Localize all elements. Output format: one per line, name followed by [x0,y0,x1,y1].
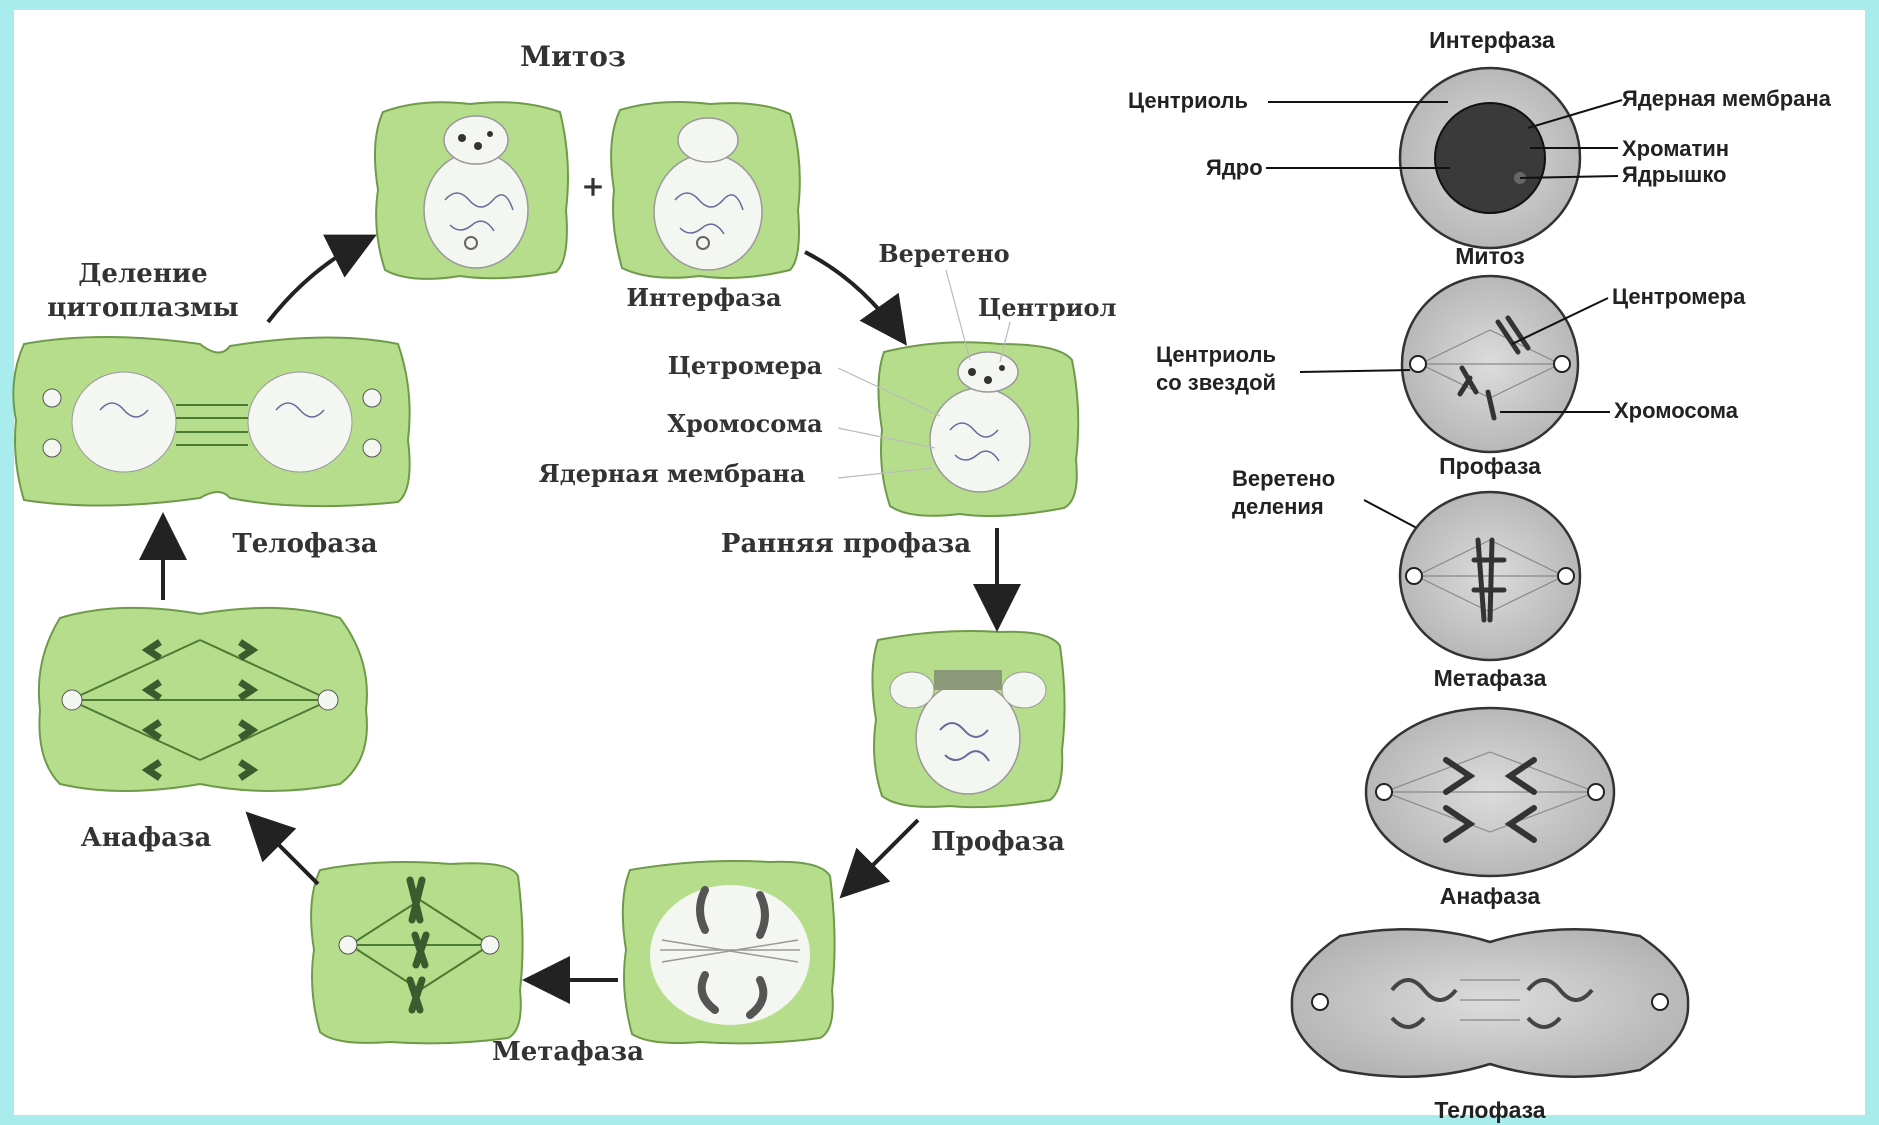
arrow-telophase-to-interphase [268,240,366,322]
prophase-label-left: Профаза [931,827,1065,857]
cytokinesis-label-line2: цитоплазмы [47,293,238,323]
metaphase-label-left: Метафаза [492,1037,644,1067]
centromere-label-right: Центромера [1612,284,1746,309]
centriole-star-leader [1300,370,1410,372]
arrow-prophase-to-prometaphase [848,820,918,890]
chromatin-label-right: Хроматин [1622,136,1729,161]
cytokinesis-label-line1: Деление [78,259,207,289]
anaphase-cell-left [39,608,367,791]
centriole-label-left: Центриол [978,293,1116,322]
right-mitosis-stages: Интерфаза Центриоль Ядерная мембрана Ядр… [1128,27,1832,1123]
prophase-label-right: Профаза [1439,453,1541,479]
early-prophase-label: Ранняя профаза [721,529,971,559]
interphase-label: Интерфаза [626,283,781,312]
early-prophase-cell [878,342,1078,516]
spindle-label-right-line2: деления [1232,494,1324,519]
centriole-star-label-line2: со звездой [1156,370,1276,395]
spindle-label-right-line1: Веретено [1232,466,1335,491]
interphase-cell-right [1400,68,1580,248]
left-mitosis-cycle: Митоз + Интерфаза [13,40,1116,1067]
anaphase-label-right: Анафаза [1440,883,1541,909]
interphase-cell-2 [611,102,800,278]
prophase-cell [872,631,1064,807]
interphase-label-right: Интерфаза [1429,27,1555,53]
nuclear-membrane-label-left: Ядерная мембрана [539,459,806,488]
telophase-label-right: Телофаза [1434,1097,1545,1123]
left-title: Митоз [520,40,626,73]
prophase-cell-right [1402,276,1578,452]
prometaphase-cell [623,861,835,1043]
plus-sign: + [581,170,604,203]
mitosis-label-right: Митоз [1455,243,1524,269]
nucleus-label-right: Ядро [1206,155,1263,180]
telophase-label-left: Телофаза [232,529,377,559]
anaphase-label-left: Анафаза [81,823,212,853]
centromere-label-left: Цетромера [668,351,823,380]
arrow-metaphase-to-anaphase [254,820,318,884]
telophase-cell-right [1292,929,1688,1076]
interphase-cell-1 [375,102,568,279]
centriole-label-right: Центриоль [1128,88,1248,113]
metaphase-cell-right [1400,492,1580,660]
chromosome-label-right: Хромосома [1614,398,1739,423]
metaphase-cell-left [311,862,522,1043]
chromosome-label-left: Хромосома [667,409,822,438]
nucleolus-label-right: Ядрышко [1622,162,1727,187]
metaphase-label-right: Метафаза [1434,665,1547,691]
nuclear-membrane-label-right: Ядерная мембрана [1622,86,1832,111]
centriole-star-label-line1: Центриоль [1156,342,1276,367]
anaphase-cell-right [1366,708,1614,876]
spindle-label-left: Веретено [878,239,1009,268]
telophase-cell-left [13,337,409,506]
